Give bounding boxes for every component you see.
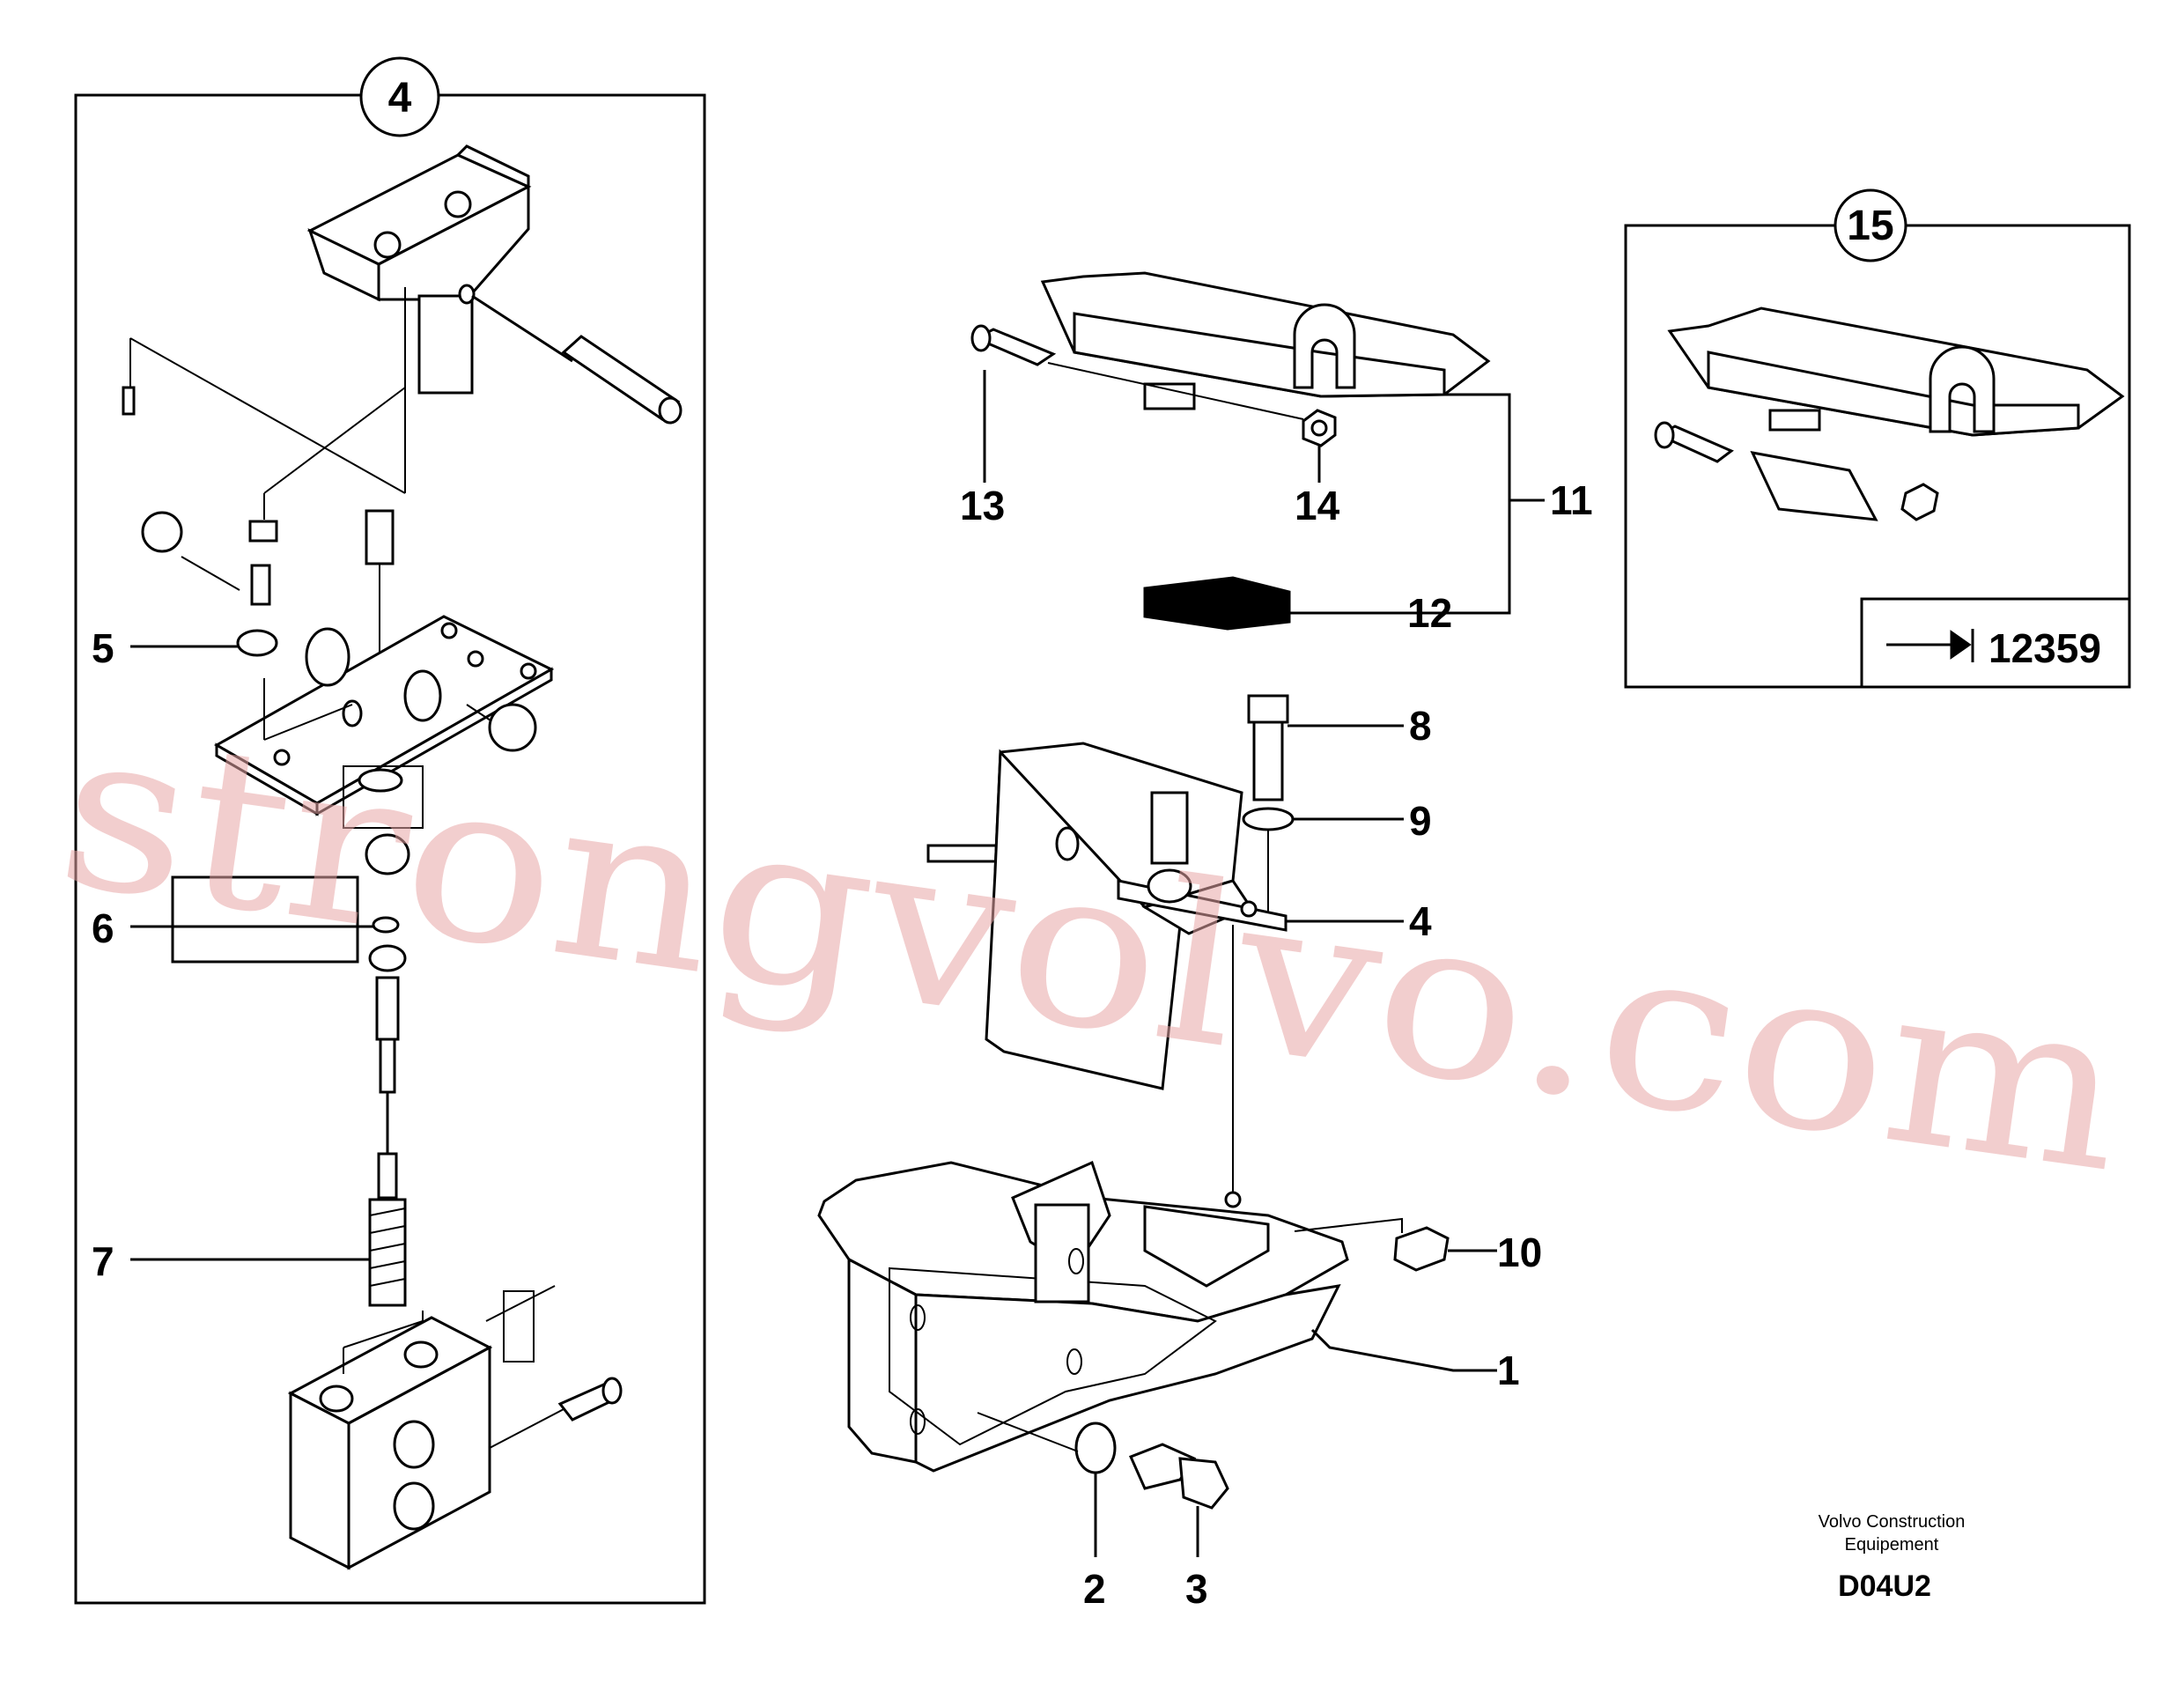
top-bracket — [306, 144, 532, 395]
detail-circle-4-label: 4 — [388, 75, 412, 122]
nut-14 — [1302, 409, 1337, 447]
detail-circle-15-label: 15 — [1847, 203, 1893, 249]
foam-pad — [1143, 576, 1291, 631]
detail-box-15: 15 12359 — [1624, 188, 2131, 689]
bolt-8 — [1247, 694, 1289, 801]
label-3: 3 — [1185, 1566, 1208, 1612]
label-5: 5 — [92, 625, 114, 671]
label-9: 9 — [1409, 798, 1432, 844]
base-bracket — [817, 1160, 1349, 1473]
valve-block — [287, 1311, 493, 1570]
label-13: 13 — [960, 483, 1005, 528]
brand-line-2: Equipement — [1845, 1535, 1939, 1555]
label-2: 2 — [1083, 1566, 1106, 1612]
label-4: 4 — [1409, 898, 1432, 944]
reference-number: 12359 — [1988, 625, 2101, 671]
label-10: 10 — [1497, 1230, 1542, 1275]
control-unit — [926, 742, 1288, 1090]
drawing-code: D04U2 — [1838, 1569, 1931, 1603]
washer-9 — [1242, 807, 1295, 831]
label-11: 11 — [1550, 477, 1593, 523]
label-6: 6 — [92, 905, 114, 951]
detail-box-4: 4 — [74, 56, 706, 1605]
label-8: 8 — [1409, 703, 1432, 749]
cover — [1040, 271, 1491, 410]
label-1: 1 — [1497, 1348, 1520, 1393]
brand-line-1: Volvo Construction — [1819, 1512, 1966, 1532]
bolt-3 — [1128, 1443, 1229, 1510]
pin — [561, 335, 682, 425]
bolt-13 — [970, 324, 1057, 366]
spring-assembly — [368, 976, 407, 1307]
countersunk-screw — [557, 1377, 623, 1422]
label-14: 14 — [1295, 483, 1340, 528]
label-12: 12 — [1407, 590, 1452, 636]
washer-2 — [1074, 1422, 1117, 1474]
label-7: 7 — [92, 1238, 114, 1284]
nut-10 — [1393, 1226, 1450, 1272]
